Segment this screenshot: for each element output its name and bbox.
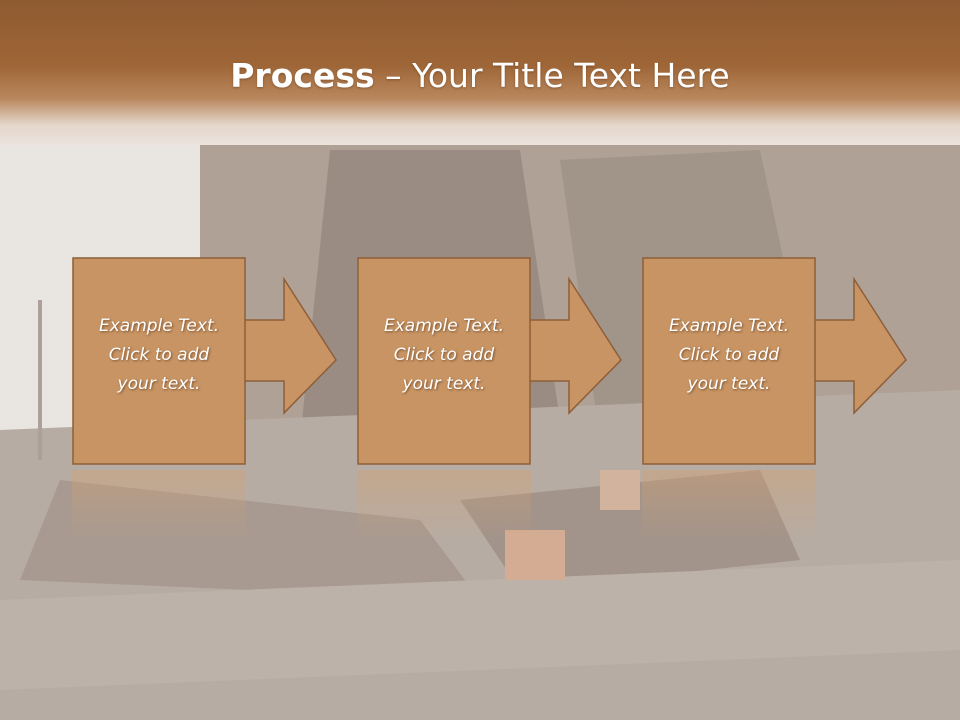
process-step-2[interactable]: Example Text. Click to add your text. [357,257,622,465]
step-line-3: your text. [117,374,201,394]
step-line-2: Click to add [393,345,495,365]
step-line-3: your text. [402,374,486,394]
step-reflection [642,470,816,540]
step-line-1: Example Text. [383,316,505,336]
title-bar [0,0,960,145]
slide-title[interactable]: Process – Your Title Text Here [0,52,960,100]
step-reflection [72,470,246,540]
step-line-1: Example Text. [668,316,790,336]
step-reflection [357,470,531,540]
process-step-3[interactable]: Example Text. Click to add your text. [642,257,907,465]
step-text: Example Text. Click to add your text. [642,312,816,399]
step-text: Example Text. Click to add your text. [357,312,531,399]
step-line-2: Click to add [678,345,780,365]
step-line-1: Example Text. [98,316,220,336]
step-line-2: Click to add [108,345,210,365]
title-rest: – Your Title Text Here [374,56,730,95]
step-shape [642,257,907,465]
step-shape [72,257,337,465]
title-bold: Process [230,56,375,95]
step-shape [357,257,622,465]
step-text: Example Text. Click to add your text. [72,312,246,399]
process-step-1[interactable]: Example Text. Click to add your text. [72,257,337,465]
step-line-3: your text. [687,374,771,394]
